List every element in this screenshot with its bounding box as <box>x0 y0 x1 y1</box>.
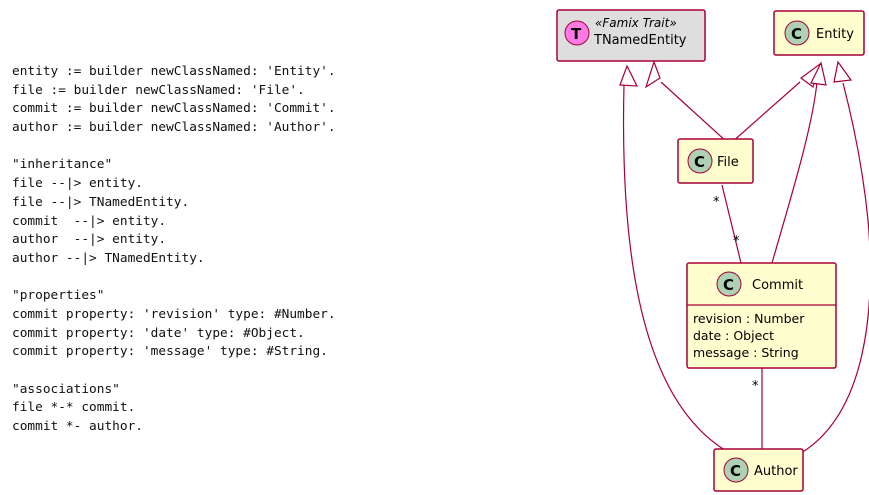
class-name: Entity <box>816 27 854 42</box>
code-line: commit property: 'date' type: #Object. <box>12 325 305 341</box>
svg-text:C: C <box>730 462 741 480</box>
edge-file-commit <box>721 184 742 264</box>
edge-commit-entity <box>771 81 818 264</box>
class-file: C File <box>677 138 754 184</box>
inherit-arrow-head <box>619 64 639 87</box>
code-line: author --|> TNamedEntity. <box>12 250 205 266</box>
class-attribute: message : String <box>693 345 799 360</box>
class-c-icon <box>687 148 713 174</box>
trait-stereotype: «Famix Trait» <box>595 16 677 30</box>
inherit-arrow-head <box>644 60 661 89</box>
class-attribute: date : Object <box>693 328 774 343</box>
class-c-icon <box>784 20 810 46</box>
class-name: File <box>717 155 739 170</box>
class-c-icon <box>723 457 749 483</box>
inherit-arrow-head <box>810 61 827 86</box>
trait-tnamedentity: T «Famix Trait» TNamedEntity <box>556 9 706 62</box>
inherit-arrow-head <box>833 60 853 83</box>
svg-text:C: C <box>694 153 705 171</box>
class-attribute: revision : Number <box>693 311 805 326</box>
code-line: file --|> TNamedEntity. <box>12 194 190 210</box>
code-line: author --|> entity. <box>12 232 167 248</box>
svg-text:C: C <box>791 25 802 43</box>
class-entity: C Entity <box>773 10 865 56</box>
trait-name: TNamedEntity <box>593 33 687 48</box>
code-listing: entity := builder newClassNamed: 'Entity… <box>12 63 336 437</box>
code-line: "associations" <box>12 381 120 397</box>
code-line: entity := builder newClassNamed: 'Entity… <box>12 64 336 79</box>
code-line: "inheritance" <box>12 157 113 173</box>
code-line: commit property: 'revision' type: #Numbe… <box>12 306 336 322</box>
code-line: commit --|> entity. <box>12 213 167 229</box>
edge-author-trait <box>622 83 729 453</box>
code-line: commit *- author. <box>12 419 143 435</box>
class-name: Author <box>754 464 798 479</box>
multiplicity-label: * <box>713 195 720 210</box>
edge-file-trait <box>660 81 729 144</box>
code-line: file --|> entity. <box>12 176 143 192</box>
class-commit: C Commit revision : Number date : Object… <box>686 262 837 369</box>
svg-text:T: T <box>571 25 582 43</box>
multiplicity-label: * <box>733 234 740 249</box>
code-line: author := builder newClassNamed: 'Author… <box>12 120 336 136</box>
trait-t-icon <box>564 20 590 46</box>
class-name: Commit <box>752 278 803 293</box>
class-author: C Author <box>713 448 804 492</box>
svg-text:C: C <box>723 276 734 294</box>
code-line: file := builder newClassNamed: 'File'. <box>12 82 305 98</box>
code-line: file *-* commit. <box>12 400 136 416</box>
code-line: commit := builder newClassNamed: 'Commit… <box>12 101 336 117</box>
edge-author-entity <box>791 82 869 459</box>
edge-file-entity <box>730 81 801 144</box>
code-line: "properties" <box>12 288 105 304</box>
class-c-icon <box>716 271 742 297</box>
code-line: commit property: 'message' type: #String… <box>12 344 328 360</box>
multiplicity-label: * <box>752 379 759 394</box>
